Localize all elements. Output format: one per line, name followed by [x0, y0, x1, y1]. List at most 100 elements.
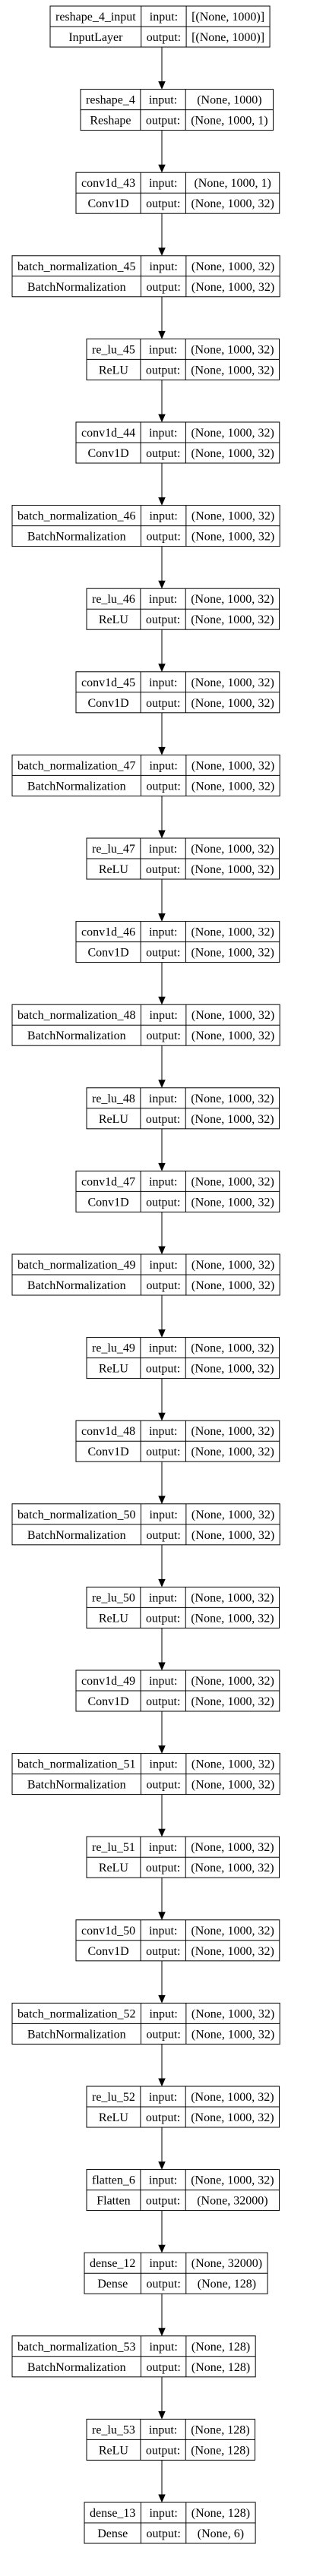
- input-shape: (None, 1000, 32): [191, 1925, 274, 1938]
- output-port-label: output:: [146, 2527, 180, 2540]
- layer-type: BatchNormalization: [27, 2028, 126, 2041]
- output-port-label: output:: [146, 2444, 180, 2457]
- input-shape: (None, 32000): [191, 2257, 262, 2270]
- output-shape: (None, 1000, 32): [191, 613, 274, 626]
- output-shape: (None, 6): [198, 2527, 244, 2540]
- output-shape: (None, 1000, 32): [191, 1695, 274, 1708]
- layer-name: re_lu_46: [92, 593, 135, 606]
- output-shape: (None, 1000, 32): [191, 1862, 274, 1874]
- output-port-label: output:: [146, 1113, 180, 1126]
- output-port-label: output:: [146, 613, 180, 626]
- layer-type: ReLU: [99, 364, 129, 377]
- layer-type: ReLU: [99, 2444, 129, 2457]
- edge-arrowhead: [158, 1496, 166, 1505]
- output-shape: (None, 1000, 32): [191, 281, 274, 294]
- output-port-label: output:: [147, 780, 181, 793]
- output-shape: (None, 1000, 32): [191, 531, 274, 544]
- output-shape: (None, 1000, 32): [191, 2028, 274, 2041]
- edge-arrowhead: [158, 1246, 166, 1255]
- input-port-label: input:: [149, 343, 177, 356]
- input-shape: (None, 1000, 32): [191, 676, 274, 689]
- output-shape: (None, 128): [198, 2278, 256, 2291]
- input-port-label: input:: [149, 1175, 177, 1188]
- input-shape: (None, 1000, 32): [191, 427, 274, 440]
- output-port-label: output:: [147, 31, 181, 44]
- edge-arrowhead: [158, 81, 166, 90]
- layer-type: InputLayer: [68, 31, 123, 44]
- layer-type: Conv1D: [87, 1446, 128, 1458]
- output-shape: (None, 32000): [197, 2195, 267, 2208]
- layer-name: batch_normalization_47: [17, 759, 136, 772]
- layer-node: batch_normalization_46BatchNormalization…: [11, 505, 280, 547]
- layer-name: conv1d_47: [81, 1175, 135, 1188]
- layer-node: batch_normalization_49BatchNormalization…: [11, 1253, 280, 1296]
- edge-arrowhead: [158, 1912, 166, 1921]
- input-port-label: input:: [149, 427, 177, 440]
- edge-arrowhead: [158, 248, 166, 257]
- input-shape: (None, 1000, 1): [194, 177, 271, 190]
- input-port-label: input:: [150, 1758, 178, 1771]
- input-port-label: input:: [149, 177, 177, 190]
- edge-arrowhead: [158, 1578, 166, 1588]
- output-port-label: output:: [147, 531, 181, 544]
- layer-node: batch_normalization_47BatchNormalization…: [11, 754, 280, 796]
- layer-name: re_lu_47: [92, 843, 135, 856]
- edge-arrowhead: [158, 996, 166, 1005]
- edge-arrowhead: [158, 1412, 166, 1421]
- input-shape: (None, 128): [191, 2507, 250, 2520]
- output-port-label: output:: [147, 2028, 181, 2041]
- output-port-label: output:: [147, 1279, 181, 1292]
- output-shape: (None, 1000, 32): [191, 947, 274, 960]
- layer-node: batch_normalization_48BatchNormalization…: [11, 1004, 280, 1046]
- edge-arrowhead: [158, 1745, 166, 1754]
- output-port-label: output:: [146, 1862, 180, 1874]
- input-port-label: input:: [149, 1093, 177, 1105]
- edge-arrowhead: [158, 164, 166, 173]
- input-shape: (None, 1000): [197, 94, 261, 107]
- input-port-label: input:: [150, 510, 178, 523]
- output-port-label: output:: [146, 2278, 180, 2291]
- edge-arrowhead: [158, 414, 166, 423]
- layer-type: Dense: [97, 2278, 128, 2291]
- input-port-label: input:: [149, 2507, 177, 2520]
- output-shape: (None, 1000, 1): [191, 115, 267, 128]
- edge-arrowhead: [158, 664, 166, 673]
- output-port-label: output:: [146, 1196, 180, 1209]
- input-port-label: input:: [150, 2341, 178, 2354]
- input-port-label: input:: [149, 926, 177, 939]
- output-port-label: output:: [146, 197, 180, 210]
- layer-name: batch_normalization_52: [17, 2007, 136, 2020]
- layer-node: batch_normalization_51BatchNormalization…: [11, 1753, 280, 1796]
- input-shape: (None, 1000, 32): [191, 510, 274, 523]
- input-shape: (None, 1000, 32): [191, 1509, 274, 1521]
- output-port-label: output:: [146, 364, 180, 377]
- input-port-label: input:: [149, 1342, 177, 1355]
- layer-name: batch_normalization_50: [17, 1509, 136, 1521]
- layer-type: Conv1D: [87, 1695, 128, 1708]
- layer-type: BatchNormalization: [27, 1029, 126, 1042]
- edge-arrowhead: [158, 1662, 166, 1671]
- edge-arrowhead: [158, 1329, 166, 1338]
- input-port-label: input:: [150, 1009, 178, 1022]
- edge-arrowhead: [158, 2161, 166, 2170]
- output-shape: (None, 128): [191, 2444, 249, 2457]
- layer-name: batch_normalization_46: [17, 510, 136, 523]
- edge-arrowhead: [158, 580, 166, 589]
- output-shape: (None, 128): [191, 2361, 250, 2374]
- layer-name: conv1d_46: [81, 926, 135, 939]
- output-port-label: output:: [147, 1029, 181, 1042]
- input-port-label: input:: [149, 676, 177, 689]
- input-shape: (None, 1000, 32): [191, 343, 274, 356]
